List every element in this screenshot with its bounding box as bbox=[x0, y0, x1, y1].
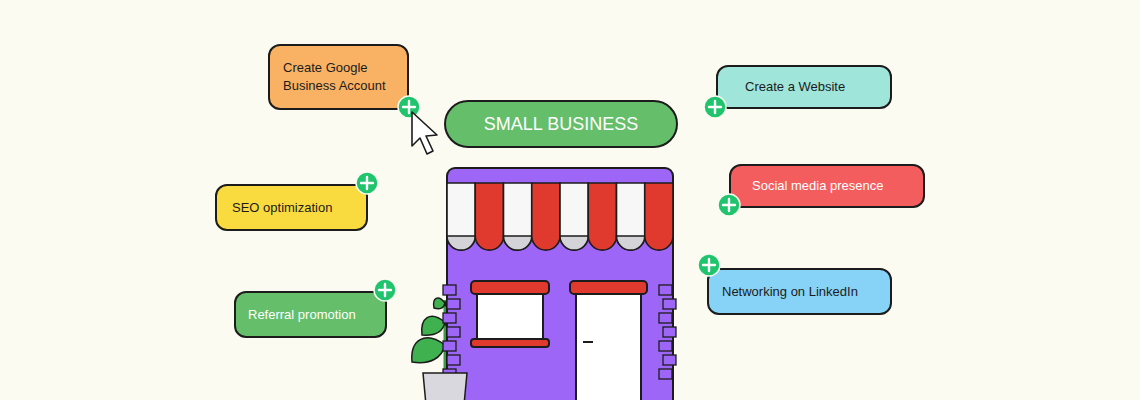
awning-stripe bbox=[560, 183, 588, 250]
door-canopy bbox=[570, 281, 647, 294]
plus-icon bbox=[374, 279, 396, 301]
awning-stripe bbox=[617, 183, 645, 250]
awning-stripe bbox=[447, 183, 475, 250]
action-box: Create Google Business Account bbox=[268, 44, 409, 110]
awning-shade bbox=[560, 236, 588, 250]
awning-shade bbox=[447, 236, 475, 250]
action-box: Create a Website bbox=[716, 65, 892, 109]
brick bbox=[447, 355, 460, 365]
box-label: SEO optimization bbox=[232, 199, 332, 217]
awning bbox=[447, 183, 673, 250]
brick bbox=[659, 369, 672, 379]
plus-icon bbox=[356, 172, 378, 194]
brick bbox=[663, 299, 676, 309]
brick bbox=[659, 313, 672, 323]
awning-shade bbox=[617, 236, 645, 250]
box-label: Social media presence bbox=[752, 177, 884, 195]
box-label: Networking on LinkedIn bbox=[722, 283, 858, 301]
action-box: SEO optimization bbox=[215, 184, 368, 231]
window-sill bbox=[471, 339, 549, 347]
plus-icon bbox=[718, 194, 740, 216]
plus-icon bbox=[698, 254, 720, 276]
center-pill: SMALL BUSINESS bbox=[444, 100, 678, 148]
box-label: Create a Website bbox=[745, 78, 845, 96]
awning-stripe bbox=[645, 183, 673, 250]
brick bbox=[447, 327, 460, 337]
plus-icons bbox=[356, 96, 740, 301]
plant-pot bbox=[423, 373, 467, 400]
plus-icon bbox=[398, 96, 420, 118]
brick bbox=[659, 285, 672, 295]
action-box: Social media presence bbox=[729, 164, 925, 208]
box-label: Referral promotion bbox=[248, 306, 356, 324]
action-box: Networking on LinkedIn bbox=[707, 268, 892, 315]
window-canopy bbox=[471, 281, 549, 294]
awning-shade bbox=[504, 236, 532, 250]
plus-icon bbox=[704, 96, 726, 118]
store-body bbox=[447, 168, 673, 400]
awning-stripe bbox=[588, 183, 616, 250]
awning-stripe bbox=[532, 183, 560, 250]
box-label: Create Google Business Account bbox=[283, 59, 394, 94]
brick bbox=[443, 341, 456, 351]
brick bbox=[443, 285, 456, 295]
mouse-cursor bbox=[412, 112, 437, 154]
shop-window bbox=[477, 290, 543, 342]
brick bbox=[663, 327, 676, 337]
brick bbox=[447, 299, 460, 309]
awning-stripe bbox=[504, 183, 532, 250]
door-handle bbox=[583, 341, 593, 343]
brick bbox=[663, 355, 676, 365]
title-text: SMALL BUSINESS bbox=[484, 112, 638, 136]
awning-stripe bbox=[475, 183, 503, 250]
action-box: Referral promotion bbox=[234, 291, 387, 338]
brick bbox=[659, 341, 672, 351]
shop-door bbox=[576, 290, 641, 400]
brick bbox=[443, 313, 456, 323]
